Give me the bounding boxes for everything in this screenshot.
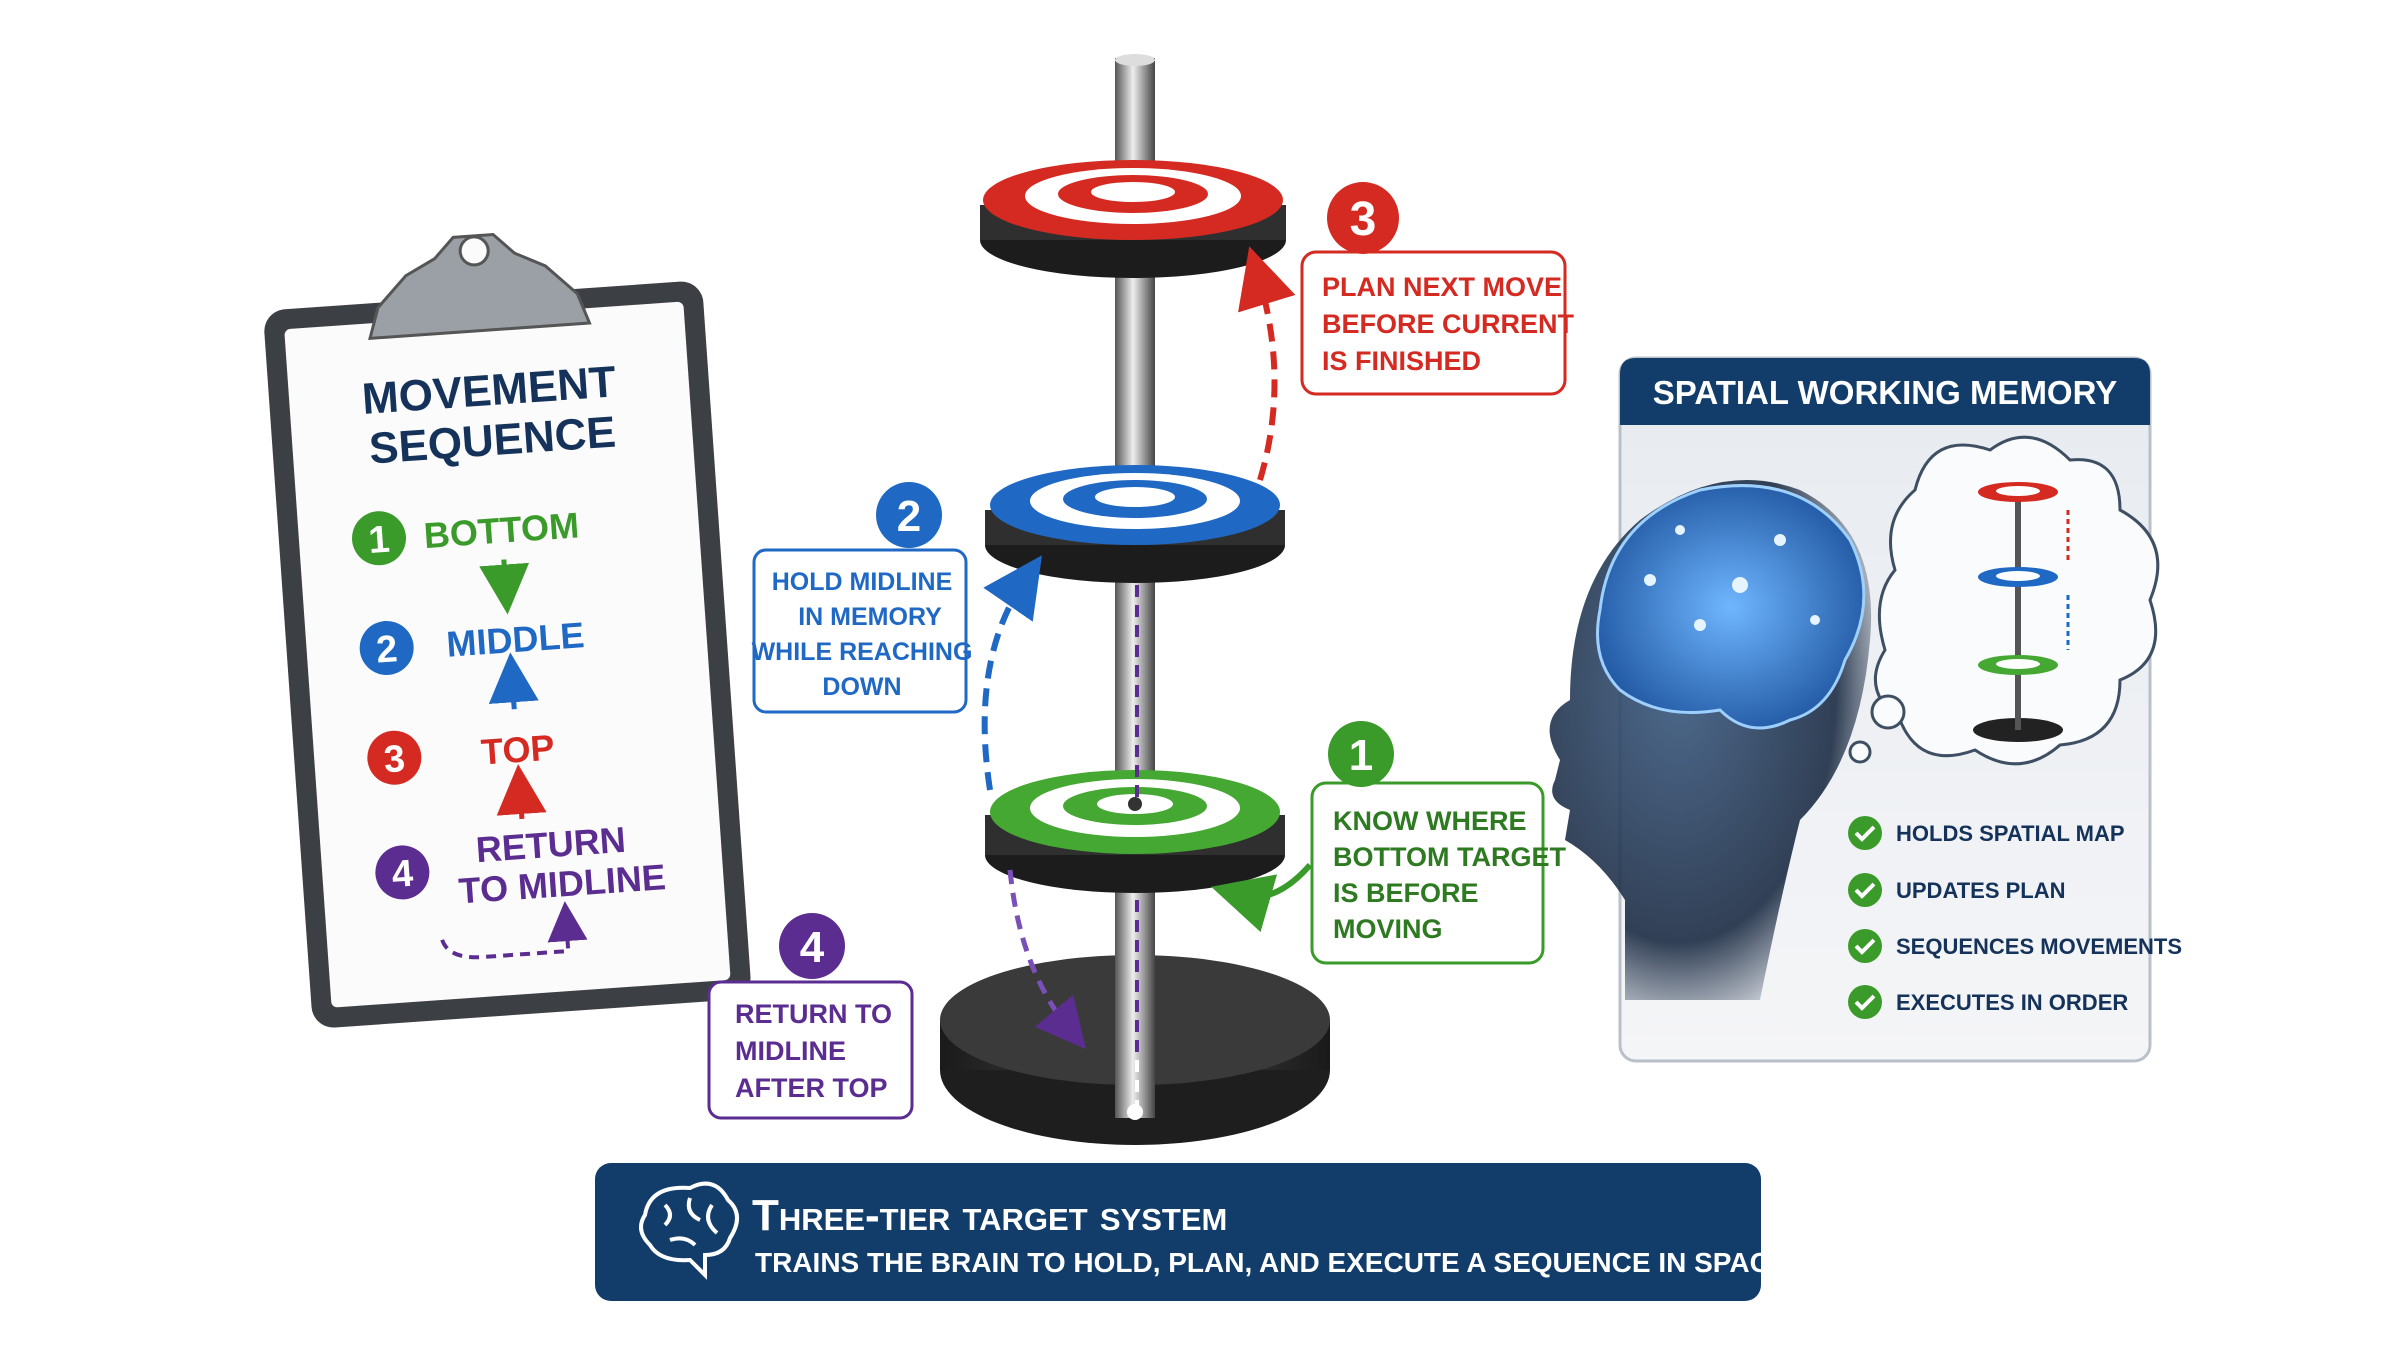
check-item-label: UPDATES PLAN <box>1896 878 2066 903</box>
red-target-top <box>980 160 1286 278</box>
callout-1: 1 KNOW WHERE BOTTOM TARGET IS BEFORE MOV… <box>1310 721 1566 965</box>
callout-text: MIDLINE <box>735 1036 846 1066</box>
step-number: 4 <box>391 853 415 896</box>
clipboard: MOVEMENT SEQUENCE 1 BOTTOM 2 MIDDLE 3 TO… <box>264 233 751 1028</box>
callout-number: 4 <box>800 923 825 972</box>
arrow-to-top-icon <box>1238 246 1296 481</box>
panel-title: SPATIAL WORKING MEMORY <box>1653 374 2117 411</box>
arrow-to-bottom-icon <box>1211 863 1313 933</box>
check-item: UPDATES PLAN <box>1848 873 2066 907</box>
step-number: 2 <box>375 628 399 671</box>
callout-text: BOTTOM TARGET <box>1333 842 1566 872</box>
check-item: HOLDS SPATIAL MAP <box>1848 816 2125 850</box>
callout-text: RETURN TO <box>735 999 892 1029</box>
callout-number: 2 <box>897 492 921 541</box>
step-label: TOP <box>480 727 556 773</box>
thought-cloud <box>1848 435 2160 766</box>
check-item-label: EXECUTES IN ORDER <box>1896 990 2128 1015</box>
arrow-to-middle-icon <box>981 555 1042 791</box>
green-target-bottom <box>985 770 1285 893</box>
callout-text: DOWN <box>822 673 901 701</box>
check-icon <box>1848 816 1882 850</box>
mini-tower-icon <box>1973 482 2070 742</box>
check-icon <box>1848 985 1882 1019</box>
target-tower <box>940 54 1330 1145</box>
callout-4: 4 RETURN TO MIDLINE AFTER TOP <box>707 913 914 1120</box>
callout-text: BEFORE CURRENT <box>1322 309 1575 339</box>
arrow-up-icon <box>496 764 547 820</box>
callout-number: 1 <box>1349 731 1373 780</box>
callout-text: WHILE REACHING <box>752 638 973 666</box>
check-icon <box>1848 929 1882 963</box>
step-number: 3 <box>382 738 406 781</box>
banner-subtitle: TRAINS THE BRAIN TO HOLD, PLAN, AND EXEC… <box>755 1247 1796 1278</box>
callout-text: HOLD MIDLINE <box>772 568 953 596</box>
callout-3: 3 PLAN NEXT MOVE BEFORE CURRENT IS FINIS… <box>1300 182 1575 396</box>
check-icon <box>1848 873 1882 907</box>
callout-text: IS FINISHED <box>1322 346 1481 376</box>
callout-text: IN MEMORY <box>798 603 942 631</box>
callout-text: IS BEFORE <box>1333 878 1479 908</box>
brain-icon <box>639 1181 739 1280</box>
return-arrow-icon <box>440 901 588 960</box>
checklist: HOLDS SPATIAL MAP UPDATES PLAN SEQUENCES… <box>1848 816 2182 1019</box>
check-item-label: HOLDS SPATIAL MAP <box>1896 821 2125 846</box>
callout-2: 2 HOLD MIDLINE IN MEMORY WHILE REACHING … <box>752 482 973 714</box>
callout-number: 3 <box>1350 193 1377 246</box>
callout-text: KNOW WHERE <box>1333 806 1526 836</box>
clipboard-clip-icon <box>368 233 592 341</box>
blue-target-middle <box>985 465 1285 583</box>
step-number: 1 <box>367 519 391 562</box>
check-item: EXECUTES IN ORDER <box>1848 985 2128 1019</box>
check-item: SEQUENCES MOVEMENTS <box>1848 929 2182 963</box>
glowing-brain-icon <box>1596 484 1866 730</box>
callout-text: MOVING <box>1333 914 1443 944</box>
spatial-memory-panel: SPATIAL WORKING MEMORY HOLDS <box>1549 356 2182 1063</box>
clipboard-step-1: 1 BOTTOM <box>352 504 580 566</box>
bottom-banner: Three-tier target system TRAINS THE BRAI… <box>595 1163 1796 1301</box>
arrow-up-icon <box>488 652 539 710</box>
check-item-label: SEQUENCES MOVEMENTS <box>1896 934 2182 959</box>
callout-text: PLAN NEXT MOVE <box>1322 272 1562 302</box>
arrow-down-icon <box>479 559 530 615</box>
banner-title: Three-tier target system <box>752 1191 1227 1240</box>
callout-text: AFTER TOP <box>735 1073 888 1103</box>
arrow-return-icon <box>1007 869 1086 1050</box>
